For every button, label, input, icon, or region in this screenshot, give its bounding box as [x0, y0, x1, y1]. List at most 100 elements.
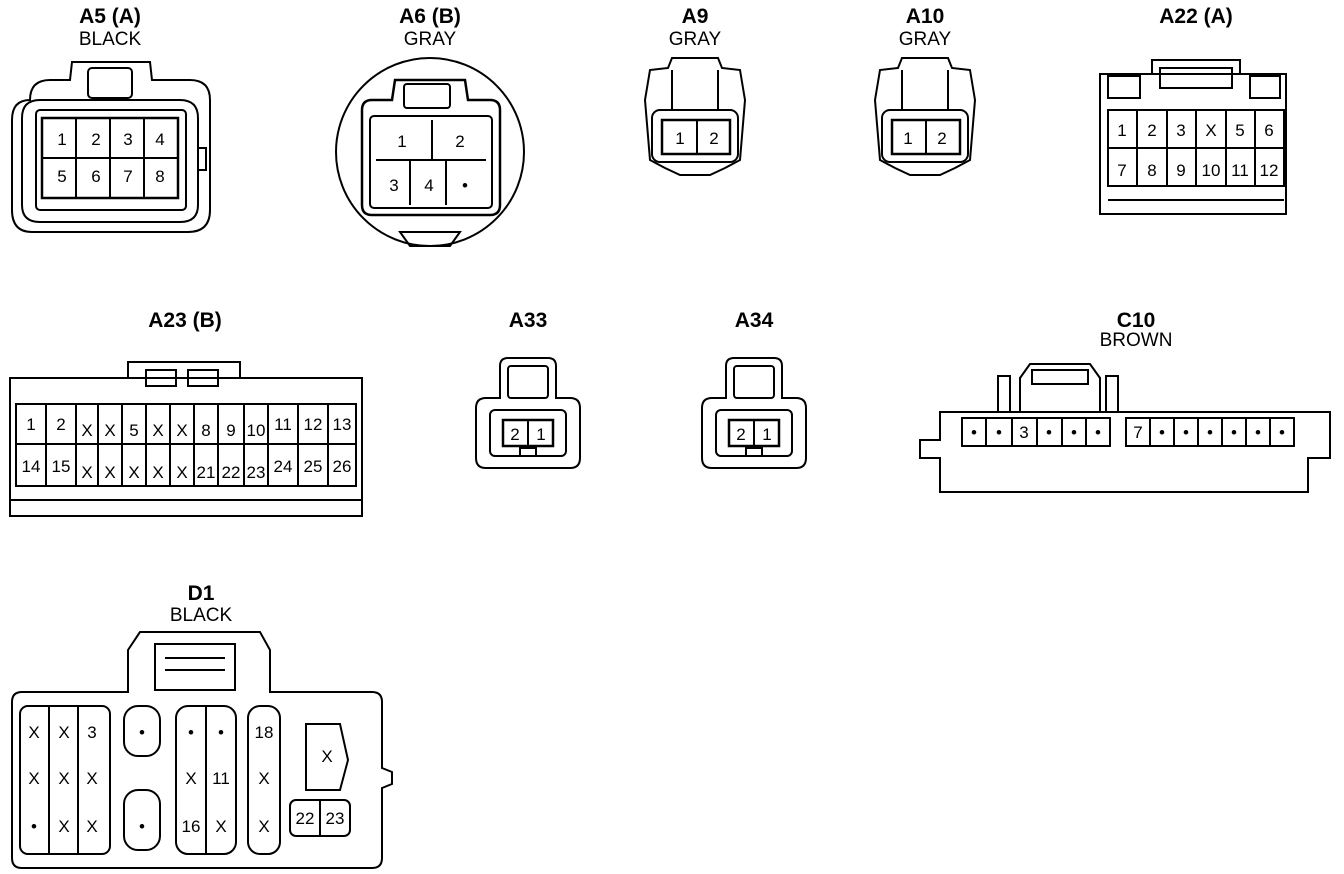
d1-cavity: •: [218, 723, 224, 742]
connector-a9-title: A9: [681, 5, 709, 28]
d1-cavity: X: [58, 769, 69, 788]
a23-cavity: X: [176, 463, 187, 482]
a22-cavity: X: [1205, 121, 1216, 140]
a6-cavity: 4: [424, 176, 433, 195]
connector-a5-title: A5 (A): [79, 5, 141, 28]
d1-cavity: 11: [212, 769, 230, 788]
c10-cavity: •: [1183, 423, 1189, 442]
connector-a34-title: A34: [734, 309, 774, 332]
a6-cavity: 3: [389, 176, 398, 195]
c10-cavity: •: [1046, 423, 1052, 442]
a10-cavity: 2: [937, 129, 946, 148]
a22-cavity: 3: [1176, 121, 1185, 140]
d1-cavity: 3: [87, 723, 96, 742]
a34-cavity: 1: [762, 425, 771, 444]
a22-cavity: 7: [1117, 161, 1126, 180]
a23-cavity: 9: [226, 421, 235, 440]
d1-cavity: X: [86, 769, 97, 788]
a5-cavity: 5: [57, 167, 66, 186]
a23-cavity: X: [128, 463, 139, 482]
d1-cavity: 18: [255, 723, 274, 742]
c10-cavity: •: [1095, 423, 1101, 442]
a22-cavity: 5: [1235, 121, 1244, 140]
a22-cavity: 9: [1176, 161, 1185, 180]
a22-cavity: 8: [1147, 161, 1156, 180]
a23-cavity: 22: [222, 463, 241, 482]
d1-cavity: •: [139, 817, 145, 836]
a23-cavity: 26: [333, 457, 352, 476]
d1-cavity: X: [58, 817, 69, 836]
a23-cavity: 12: [304, 415, 323, 434]
c10-cavity: •: [1159, 423, 1165, 442]
a23-cavity: 24: [274, 457, 293, 476]
d1-cavity: X: [321, 747, 332, 766]
a22-cavity: 1: [1117, 121, 1126, 140]
a5-cavity: 1: [57, 130, 66, 149]
a23-cavity: X: [81, 421, 92, 440]
a22-cavity: 12: [1260, 161, 1279, 180]
d1-cavity: •: [188, 723, 194, 742]
d1-cavity: 23: [326, 809, 345, 828]
connector-c10-color: BROWN: [1099, 330, 1173, 351]
a6-cavity: •: [462, 176, 468, 195]
d1-cavity: X: [58, 723, 69, 742]
a23-cavity: 2: [56, 415, 65, 434]
d1-cavity: •: [31, 817, 37, 836]
connector-a10-title: A10: [905, 5, 945, 28]
a23-cavity: 14: [22, 457, 41, 476]
a33-cavity: 1: [536, 425, 545, 444]
d1-cavity: 16: [182, 817, 201, 836]
d1-cavity: X: [215, 817, 226, 836]
connector-a6-title: A6 (B): [399, 5, 461, 28]
a33-cavity: 2: [510, 425, 519, 444]
c10-cavity: •: [1255, 423, 1261, 442]
a23-cavity: 23: [247, 463, 266, 482]
connector-c10-title: C10: [1116, 309, 1156, 332]
connector-a22-title: A22 (A): [1159, 5, 1233, 28]
a23-cavity: 15: [52, 457, 71, 476]
a23-cavity: X: [152, 421, 163, 440]
connector-a6-color: GRAY: [403, 29, 457, 50]
a23-cavity: 10: [247, 421, 266, 440]
c10-cavity: •: [996, 423, 1002, 442]
d1-cavity: •: [139, 723, 145, 742]
a5-cavity: 3: [123, 130, 132, 149]
connector-a23-title: A23 (B): [148, 309, 222, 332]
connector-d1-color: BLACK: [169, 605, 233, 626]
d1-cavity: X: [185, 769, 196, 788]
connector-a10-color: GRAY: [898, 29, 952, 50]
a23-cavity: 1: [26, 415, 35, 434]
a5-cavity: 6: [91, 167, 100, 186]
c10-cavity: 7: [1133, 423, 1142, 442]
connector-a5-color: BLACK: [78, 29, 142, 50]
d1-cavity: 22: [296, 809, 315, 828]
a5-cavity: 8: [155, 167, 164, 186]
a23-cavity: X: [104, 463, 115, 482]
a23-cavity: X: [104, 421, 115, 440]
a23-cavity: 8: [201, 421, 210, 440]
a22-cavity: 2: [1147, 121, 1156, 140]
a9-cavity: 1: [675, 129, 684, 148]
a23-cavity: X: [81, 463, 92, 482]
a34-cavity: 2: [736, 425, 745, 444]
c10-cavity: •: [971, 423, 977, 442]
a6-cavity: 2: [455, 132, 464, 151]
connector-d1-title: D1: [187, 582, 215, 605]
d1-cavity: X: [86, 817, 97, 836]
a23-cavity: 25: [304, 457, 323, 476]
a23-cavity: 5: [129, 421, 138, 440]
c10-cavity: •: [1231, 423, 1237, 442]
connector-a33-title: A33: [508, 309, 548, 332]
d1-cavity: X: [28, 769, 39, 788]
a6-cavity: 1: [397, 132, 406, 151]
a10-cavity: 1: [903, 129, 912, 148]
